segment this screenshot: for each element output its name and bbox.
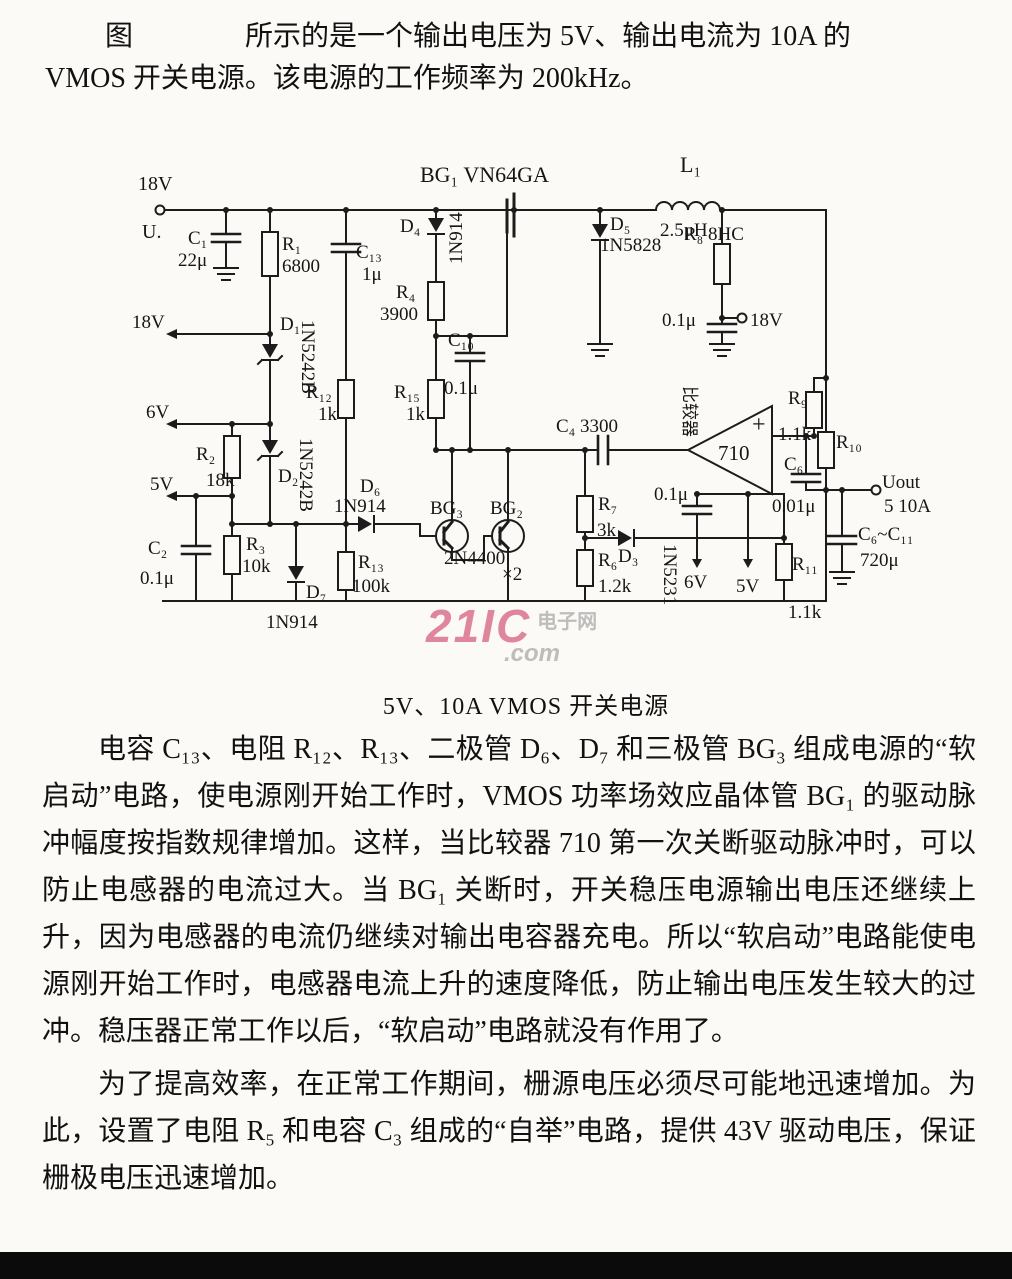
body-text: 电容 C₁₃、电阻 R₁₂、R₁₃、二极管 D₆、D₇ 和三极管 BG₃ 组成电… — [42, 726, 976, 1202]
schematic-label: D₃ — [618, 546, 638, 567]
schematic-label: 0.01μ — [772, 496, 815, 517]
schematic-label: C₂ — [148, 538, 167, 559]
schematic-label: Uout — [882, 472, 921, 493]
schematic-label: 0.1μ — [140, 568, 174, 589]
schematic-label: C₁₀ — [448, 330, 474, 351]
schematic-label: D₆ — [360, 476, 380, 497]
schematic-label: 1k — [318, 404, 338, 425]
schematic-label: + — [752, 412, 766, 438]
schematic-label: R₇ — [598, 494, 617, 515]
schematic-label: BG₁ VN64GA — [420, 162, 549, 187]
schematic-label: D₅ — [610, 214, 630, 235]
schematic-label: R₂ — [196, 444, 215, 465]
watermark-domain: .com — [504, 640, 561, 667]
inductor-symbol — [654, 201, 722, 212]
schematic-label: R₆ — [598, 550, 617, 571]
schematic-label: U. — [142, 221, 161, 243]
schematic-label: C₁₃ — [356, 242, 382, 263]
schematic-label: R₁₀ — [836, 432, 862, 453]
arrowheads — [166, 329, 753, 568]
schematic-label: R₁₅ — [394, 382, 420, 403]
ground-symbols — [213, 267, 855, 585]
transistor-symbols — [435, 519, 525, 553]
schematic-label: 1N5242B — [297, 320, 318, 394]
schematic-label: 2.5μH — [660, 220, 708, 241]
schematic-label: 1.2k — [598, 576, 632, 597]
scan-bottom-bar — [0, 1252, 1012, 1279]
schematic-label: C₄ 3300 — [556, 416, 618, 437]
schematic-label: 5V — [736, 576, 760, 597]
schematic-label: 1N914 — [334, 496, 386, 517]
schematic-label: D₄ — [400, 216, 420, 237]
schematic-label: D₁ — [280, 314, 300, 335]
schematic-label: R₁₁ — [792, 554, 818, 575]
schematic-label: D₂ — [278, 466, 298, 487]
body-paragraph-1: 电容 C₁₃、电阻 R₁₂、R₁₃、二极管 D₆、D₇ 和三极管 BG₃ 组成电… — [42, 734, 976, 1047]
capacitor-symbols — [180, 232, 858, 556]
watermark-logo: 21IC — [426, 600, 532, 652]
schematic-label: R₁₂ — [306, 382, 332, 403]
schematic-label: 720μ — [860, 550, 899, 571]
schematic-label: 1k — [406, 404, 426, 425]
schematic-label: BG₂ — [490, 498, 523, 519]
schematic-label: 1.1k — [788, 602, 822, 623]
schematic-label: R₈ 8HC — [684, 224, 744, 245]
schematic-label: 1.1k — [778, 424, 812, 445]
schematic-label: 5V — [150, 474, 174, 495]
schematic-label: 1N5231 — [659, 544, 680, 605]
body-paragraph-2: 为了提高效率，在正常工作期间，栅源电压必须尽可能地迅速增加。为此，设置了电阻 R… — [42, 1069, 976, 1194]
schematic-label: 3900 — [380, 304, 418, 325]
schematic-label: 5 10A — [884, 496, 931, 517]
schematic-label: 710 — [718, 441, 750, 465]
schematic-label: L₁ — [680, 152, 701, 177]
schematic-label: ×2 — [502, 564, 522, 585]
schematic-label: 18V — [750, 310, 783, 331]
schematic-label: 1N914 — [266, 612, 318, 633]
schematic-label: 6V — [684, 572, 708, 593]
schematic-label: R₃ — [246, 534, 265, 555]
schematic-label: 比较器 — [680, 386, 699, 437]
intro-paragraph: 图 所示的是一个输出电压为 5V、输出电流为 10A 的 VMOS 开关电源。该… — [45, 16, 970, 100]
schematic-label: 1μ — [362, 264, 382, 285]
schematic-label: 1N5242B — [295, 438, 316, 512]
schematic-label: R₉ — [788, 388, 807, 409]
schematic-label: 100k — [352, 576, 391, 597]
schematic-label: D₇ — [306, 582, 326, 603]
schematic-label: 10k — [242, 556, 271, 577]
schematic-label: 18V — [138, 173, 173, 195]
resistor-symbols — [223, 231, 835, 591]
schematic-label: C₆ — [784, 454, 803, 475]
figure-caption: 5V、10A VMOS 开关电源 — [382, 694, 670, 720]
schematic-label: R₄ — [396, 282, 415, 303]
schematic-label: 6V — [146, 402, 170, 423]
schematic-label: 3k — [597, 520, 617, 541]
schematic-label: 0.1μ — [662, 310, 696, 331]
junction-dots — [193, 207, 845, 541]
schematic-label: R₁ — [282, 234, 301, 255]
schematic-label: R₁₃ — [358, 552, 384, 573]
schematic-label: 0.1μ — [654, 484, 688, 505]
schematic-label: C₆~C₁₁ — [858, 524, 914, 545]
schematic-label: 2N4400 — [444, 548, 505, 569]
intro-line-2: VMOS 开关电源。该电源的工作频率为 200kHz。 — [45, 63, 649, 94]
schematic-label: 18k — [206, 470, 235, 491]
watermark-suffix: 电子网 — [537, 611, 598, 633]
schematic-label: BG₃ — [430, 498, 463, 519]
schematic-label: 1N5828 — [600, 235, 661, 256]
schematic-label: 1N914 — [446, 212, 467, 264]
mosfet-symbol — [505, 192, 516, 238]
intro-line-1: 图 所示的是一个输出电压为 5V、输出电流为 10A 的 — [105, 21, 851, 52]
schematic-label: C₁ — [188, 228, 207, 249]
schematic-label: 22μ — [178, 250, 207, 271]
diode-symbols — [256, 218, 635, 583]
schematic-label: 6800 — [282, 256, 320, 277]
terminal-circles — [154, 204, 882, 496]
schematic-label: 0.1μ — [444, 378, 478, 399]
comparator-symbol — [685, 404, 773, 496]
schematic-label: 18V — [132, 312, 165, 333]
